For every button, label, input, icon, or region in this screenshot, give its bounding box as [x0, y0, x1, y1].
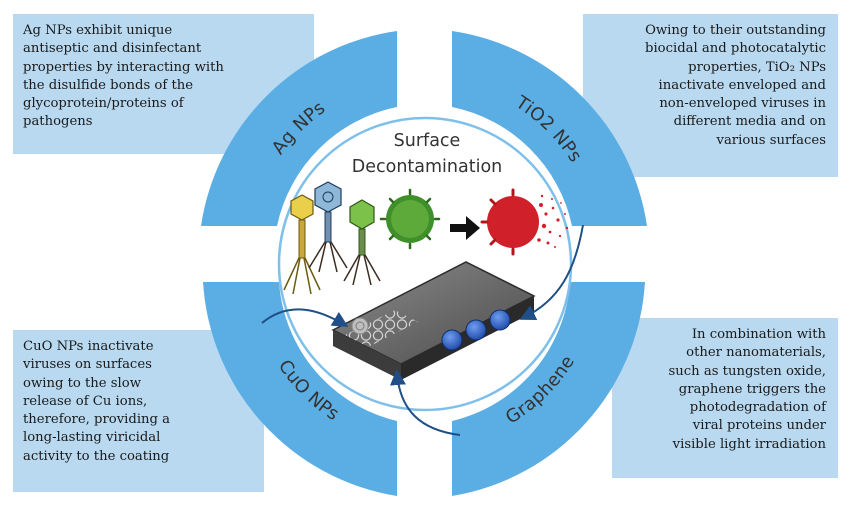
phage-yellow-icon	[283, 194, 321, 295]
ring-segments	[201, 31, 647, 496]
arrow-from-tio2	[519, 224, 584, 320]
connector-arrows	[261, 224, 584, 436]
ag-nps-note: Ag NPs exhibit unique antiseptic and dis…	[13, 14, 314, 154]
phage-blue-icon	[308, 181, 348, 273]
ring-segment-tio2	[452, 31, 647, 226]
transform-arrow-icon	[450, 216, 480, 240]
green-virus-icon	[379, 188, 441, 250]
ring-segment-graphene	[452, 282, 645, 496]
red-virus-disintegrating-icon	[480, 188, 569, 256]
center-title-line1: Surface	[394, 131, 461, 151]
ring-segment-cuo	[203, 282, 397, 496]
arrow-from-graphene	[390, 369, 461, 436]
arrow-from-cuo	[261, 308, 349, 328]
tio2-nanoparticles-icon	[441, 309, 511, 351]
ring-segment-ag	[201, 31, 397, 226]
center-title-line2: Decontamination	[352, 157, 503, 177]
graphene-note: In combination with other nanomaterials,…	[612, 318, 838, 478]
phage-green-icon	[343, 199, 381, 286]
tio2-nps-note: Owing to their outstanding biocidal and …	[583, 14, 838, 177]
